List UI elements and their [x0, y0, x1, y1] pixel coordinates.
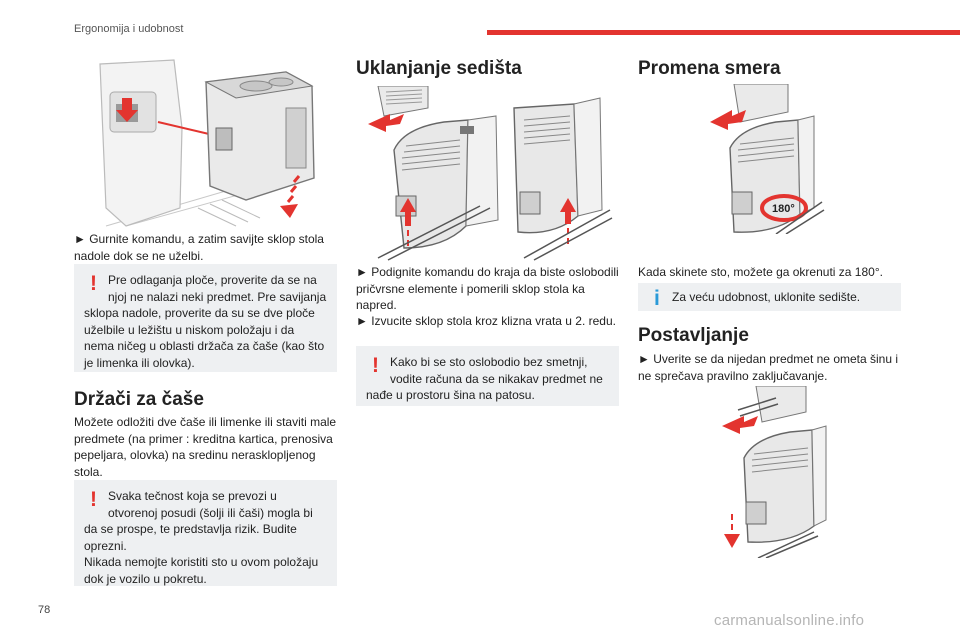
section-heading-seat-removal: Uklanjanje sedišta	[356, 58, 522, 79]
warning-note-before-fold: ! Pre odlaganja ploče, proverite da se n…	[74, 264, 337, 372]
exclamation-warning-icon: !	[90, 272, 97, 295]
installation-illustration	[718, 386, 828, 558]
instruction-check-rail: ► Uverite se da nijedan predmet ne ometa…	[638, 352, 899, 383]
instruction-fold-down: ► Gurnite komandu, a zatim savijte sklop…	[74, 232, 324, 263]
instruction-lift-control: ► Podignite komandu do kraja da biste os…	[356, 265, 619, 312]
table-fold-illustration	[86, 58, 326, 228]
cup-holders-description: Možete odložiti dve čaše ili limenke ili…	[74, 415, 337, 479]
section-heading-cup-holders: Držači za čaše	[74, 389, 204, 410]
warning-text: Pre odlaganja ploče, proverite da se na …	[84, 273, 327, 370]
header-accent-bar	[487, 30, 960, 35]
section-heading-direction-change: Promena smera	[638, 58, 781, 79]
warning-text-rails: Kako bi se sto oslobodio bez smetnji, vo…	[366, 355, 603, 402]
warning-text-liquids: Svaka tečnost koja se prevozi u otvoreno…	[84, 489, 313, 553]
section-heading-installation: Postavljanje	[638, 325, 749, 346]
rotate-label: 180°	[772, 203, 795, 215]
rotate-description: Kada skinete sto, možete ga okrenuti za …	[638, 265, 883, 279]
info-text: Za veću udobnost, uklonite sedište.	[672, 290, 861, 304]
watermark: carmanualsonline.info	[714, 612, 865, 629]
info-icon: i	[654, 287, 660, 310]
warning-text-moving: Nikada nemojte koristiti sto u ovom polo…	[84, 555, 319, 586]
rotate-table-illustration: 180°	[706, 84, 826, 234]
exclamation-warning-icon: !	[372, 354, 379, 377]
exclamation-warning-icon: !	[90, 488, 97, 511]
warning-note-rails: ! Kako bi se sto oslobodio bez smetnji, …	[356, 346, 619, 406]
seat-removal-illustration	[364, 86, 614, 261]
header-title: Ergonomija i udobnost	[74, 23, 184, 35]
page-number: 78	[38, 604, 51, 616]
warning-note-liquids: ! Svaka tečnost koja se prevozi u otvore…	[74, 480, 337, 586]
instruction-pull-out: ► Izvucite sklop stola kroz klizna vrata…	[356, 314, 616, 328]
info-note-comfort: i Za veću udobnost, uklonite sedište.	[638, 283, 901, 311]
